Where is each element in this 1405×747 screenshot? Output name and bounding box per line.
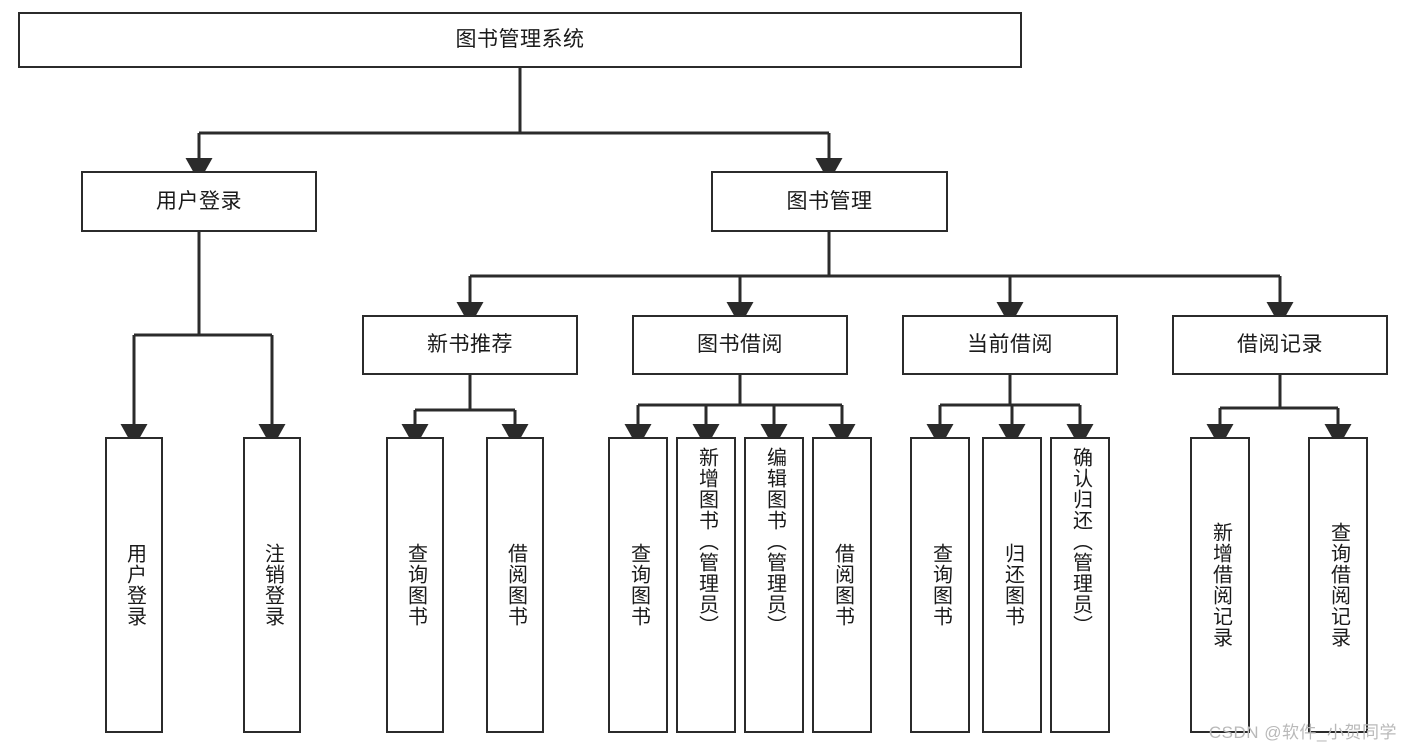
leaf-query-book-recommend[interactable]: 查询图书 xyxy=(386,437,444,733)
node-book-management[interactable]: 图书管理 xyxy=(711,171,948,232)
leaf-query-book-borrow-label: 查询图书 xyxy=(627,543,650,627)
leaf-add-borrow-record-label: 新增借阅记录 xyxy=(1209,522,1232,648)
node-borrow-record[interactable]: 借阅记录 xyxy=(1172,315,1388,375)
node-borrow-record-label: 借阅记录 xyxy=(1237,333,1323,357)
leaf-borrow-book[interactable]: 借阅图书 xyxy=(812,437,872,733)
node-new-book-recommend[interactable]: 新书推荐 xyxy=(362,315,578,375)
node-new-book-recommend-label: 新书推荐 xyxy=(427,333,513,357)
leaf-confirm-return-admin-label: 确认归还（管理员） xyxy=(1069,447,1092,636)
leaf-edit-book-admin-label: 编辑图书（管理员） xyxy=(763,447,786,636)
leaf-query-book-current[interactable]: 查询图书 xyxy=(910,437,970,733)
node-book-borrow[interactable]: 图书借阅 xyxy=(632,315,848,375)
leaf-user-login[interactable]: 用户登录 xyxy=(105,437,163,733)
leaf-query-borrow-record[interactable]: 查询借阅记录 xyxy=(1308,437,1368,733)
node-current-borrow-label: 当前借阅 xyxy=(967,333,1053,357)
leaf-add-book-admin-label: 新增图书（管理员） xyxy=(695,447,718,636)
leaf-add-borrow-record[interactable]: 新增借阅记录 xyxy=(1190,437,1250,733)
leaf-add-book-admin[interactable]: 新增图书（管理员） xyxy=(676,437,736,733)
node-root[interactable]: 图书管理系统 xyxy=(18,12,1022,68)
leaf-logout-login-label: 注销登录 xyxy=(261,543,284,627)
leaf-query-book-borrow[interactable]: 查询图书 xyxy=(608,437,668,733)
leaf-borrow-book-label: 借阅图书 xyxy=(831,543,854,627)
node-book-borrow-label: 图书借阅 xyxy=(697,333,783,357)
leaf-return-book[interactable]: 归还图书 xyxy=(982,437,1042,733)
leaf-edit-book-admin[interactable]: 编辑图书（管理员） xyxy=(744,437,804,733)
node-root-label: 图书管理系统 xyxy=(455,28,585,52)
leaf-query-book-recommend-label: 查询图书 xyxy=(404,543,427,627)
node-book-management-label: 图书管理 xyxy=(786,189,873,213)
leaf-return-book-label: 归还图书 xyxy=(1001,543,1024,627)
leaf-borrow-book-recommend-label: 借阅图书 xyxy=(504,543,527,627)
leaf-confirm-return-admin[interactable]: 确认归还（管理员） xyxy=(1050,437,1110,733)
node-user-login-label: 用户登录 xyxy=(156,189,242,213)
leaf-query-borrow-record-label: 查询借阅记录 xyxy=(1327,522,1350,648)
leaf-user-login-label: 用户登录 xyxy=(123,543,146,627)
node-user-login[interactable]: 用户登录 xyxy=(81,171,317,232)
node-current-borrow[interactable]: 当前借阅 xyxy=(902,315,1118,375)
leaf-logout-login[interactable]: 注销登录 xyxy=(243,437,301,733)
leaf-borrow-book-recommend[interactable]: 借阅图书 xyxy=(486,437,544,733)
leaf-query-book-current-label: 查询图书 xyxy=(929,543,952,627)
